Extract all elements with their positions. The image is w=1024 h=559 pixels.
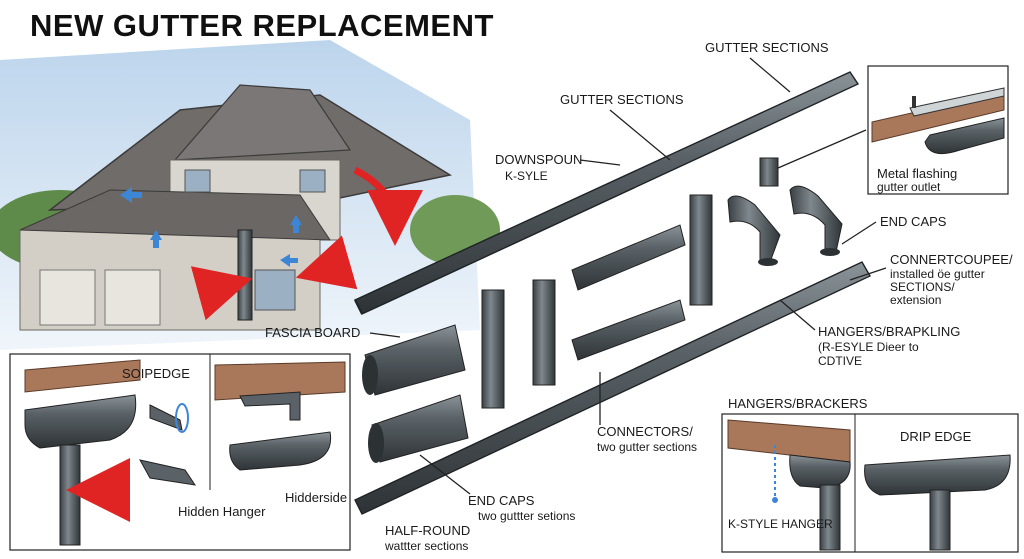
end-cap-part (759, 157, 779, 187)
red-flow-arrow-icon (190, 266, 253, 321)
label-end-caps-right: END CAPS (880, 214, 947, 229)
inset-hangers-heading: HANGERS/BRACKERS (728, 396, 868, 411)
window-1 (184, 169, 211, 193)
label-half-round-2: wattter sections (384, 539, 468, 553)
gutter-section-lower (354, 261, 871, 515)
half-round-section-2 (368, 394, 469, 463)
inset-hangers-brackets: DRIP EDGE K-STYLE HANGER (721, 413, 1019, 553)
red-flow-arrow-icon (353, 166, 423, 246)
inset-bottom-left: SOIPEDGE Hidden Hanger Hidderside (9, 353, 351, 551)
downspout-elbow-right (789, 185, 843, 256)
label-end-caps-bottom-2: two guttter setions (478, 509, 575, 523)
label-half-round-1: HALF-ROUND (385, 523, 470, 538)
gutter-section-upper (354, 71, 860, 315)
half-round-section-1 (362, 324, 466, 396)
leader-line (419, 454, 471, 495)
label-hangers-1: HANGERS/BRAPKLING (818, 324, 960, 339)
label-hangers-2: (R-ESYLE Dieer to (818, 340, 919, 354)
leader-line (849, 267, 887, 281)
label-k-style-hanger: K-STYLE HANGER (728, 517, 833, 531)
downspout-straight-3 (532, 279, 556, 386)
label-gutter-sections-top: GUTTER SECTIONS (705, 40, 829, 55)
airflow-arrow-icon (280, 254, 298, 267)
leader-line (369, 332, 401, 338)
airflow-arrow-icon (120, 187, 142, 203)
downspout-straight-1 (689, 194, 713, 306)
upper-roof (173, 84, 352, 161)
downspout-elbow-left (727, 195, 781, 266)
connector-part-1 (571, 224, 686, 291)
window-3 (254, 269, 296, 311)
label-drip-edge: DRIP EDGE (900, 429, 972, 444)
garage-door-2 (104, 269, 161, 326)
airflow-arrow-icon (150, 230, 162, 248)
lower-roof (19, 189, 331, 241)
label-connector-3: SECTIONS/ (890, 280, 955, 294)
page-title: NEW GUTTER REPLACEMENT (30, 8, 494, 43)
label-soffit-edge: SOIPEDGE (122, 366, 190, 381)
downspout-straight-2 (481, 289, 505, 409)
label-hidderside: Hidderside (285, 490, 347, 505)
leader-line (609, 109, 671, 161)
leader-line (779, 299, 816, 331)
label-fascia-board: FASCIA BOARD (265, 325, 360, 340)
label-k-style: K-SYLE (505, 169, 548, 183)
label-end-caps-bottom-1: END CAPS (468, 493, 535, 508)
connector-part-2 (571, 299, 686, 361)
garage-door-1 (39, 269, 96, 326)
inset-flashing-title: Metal flashing (877, 166, 957, 181)
label-connector-1: CONNERTCOUPEE/ (890, 252, 1013, 267)
window-2 (299, 169, 326, 193)
leader-line (841, 221, 877, 245)
inset-metal-flashing: Metal flashing gutter outlet (867, 65, 1009, 195)
inset-flashing-subtitle: gutter outlet (877, 180, 941, 194)
airflow-arrow-icon (290, 215, 302, 233)
leader-line (749, 57, 791, 93)
label-hangers-3: CDTIVE (818, 354, 862, 368)
house-illustration (0, 40, 500, 350)
label-gutter-sections-mid: GUTTER SECTIONS (560, 92, 684, 107)
leader-line (579, 159, 621, 166)
label-downspout: DOWNSPOUN (495, 152, 582, 167)
red-flow-arrow-icon (295, 235, 358, 290)
house-downspout (237, 229, 253, 321)
label-connector-2: installed öe gutter (890, 267, 985, 281)
label-connectors-2: two gutter sections (597, 440, 697, 454)
label-connector-4: extension (890, 293, 941, 307)
label-connectors-1: CONNECTORS/ (597, 424, 693, 439)
label-hidden-hanger: Hidden Hanger (178, 504, 266, 519)
leader-line (777, 129, 867, 169)
